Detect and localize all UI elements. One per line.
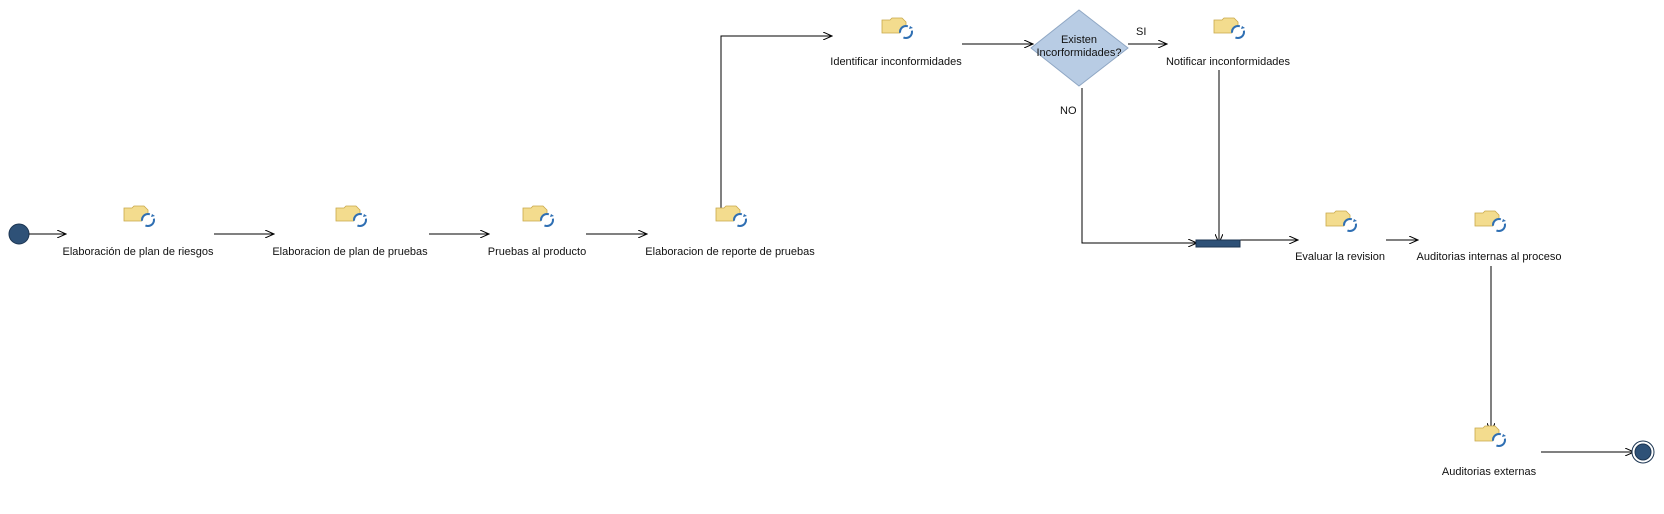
task-refresh-icon — [522, 205, 554, 227]
edge-a4-a5 — [720, 36, 832, 211]
decision-label: Existen Incorformidades? — [1034, 34, 1124, 60]
edge-decision-join — [1081, 88, 1197, 243]
end-node[interactable] — [1634, 443, 1652, 461]
task-refresh-icon — [1213, 17, 1245, 39]
task-refresh-icon — [123, 205, 155, 227]
activity-label-a3[interactable]: Pruebas al producto — [487, 246, 587, 258]
activity-label-a1[interactable]: Elaboración de plan de riesgos — [62, 246, 214, 258]
decision-label-line2: Incorformidades? — [1036, 47, 1122, 59]
decision-label-line1: Existen — [1060, 34, 1098, 46]
task-refresh-icon — [1474, 210, 1506, 232]
task-refresh-icon — [1325, 210, 1357, 232]
task-refresh-icon — [335, 205, 367, 227]
activity-label-a9[interactable]: Auditorias externas — [1441, 466, 1537, 478]
activity-label-a6[interactable]: Notificar inconformidades — [1165, 56, 1291, 68]
activity-label-a2[interactable]: Elaboracion de plan de pruebas — [272, 246, 428, 258]
start-node[interactable] — [8, 223, 30, 245]
condition-yes-label: SI — [1136, 26, 1147, 38]
task-refresh-icon — [715, 205, 747, 227]
task-refresh-icon — [881, 17, 913, 39]
activity-label-a7[interactable]: Evaluar la revision — [1295, 251, 1385, 263]
activity-label-a8[interactable]: Auditorias internas al proceso — [1416, 251, 1562, 263]
task-refresh-icon — [1474, 425, 1506, 447]
activity-label-a4[interactable]: Elaboracion de reporte de pruebas — [645, 246, 815, 258]
join-bar[interactable] — [1195, 239, 1241, 248]
decision-diamond[interactable] — [1030, 9, 1129, 87]
condition-no-label: NO — [1060, 105, 1077, 117]
activity-label-a5[interactable]: Identificar inconformidades — [830, 56, 962, 68]
